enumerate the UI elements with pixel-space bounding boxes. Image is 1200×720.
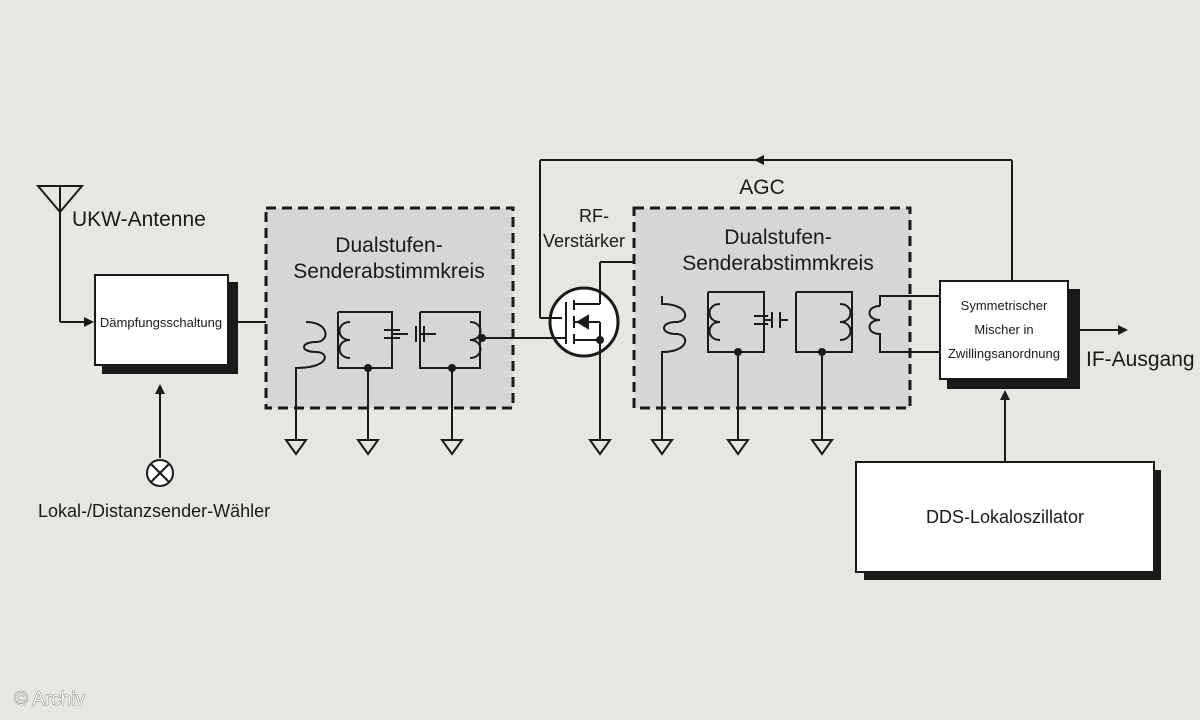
antenna-label: UKW-Antenne <box>72 208 206 231</box>
antenna-icon <box>35 185 94 327</box>
attenuator-label: Dämpfungsschaltung <box>100 315 222 330</box>
selector-switch-icon <box>146 384 174 487</box>
copyright-label: © Archiv <box>14 689 86 710</box>
selector-label: Lokal-/Distanzsender-Wähler <box>38 501 270 521</box>
rf-amp-label-line2: Verstärker <box>543 231 625 251</box>
agc-feedback-line <box>540 155 1013 280</box>
tuning-filter-2: Dualstufen- Senderabstimmkreis <box>632 206 940 456</box>
mixer-label-line2: Mischer in <box>974 322 1033 337</box>
mixer-label-line3: Zwillingsanordnung <box>948 346 1060 361</box>
mixer-block: Symmetrischer Mischer in Zwillingsanordn… <box>939 280 1080 389</box>
attenuator-block: Dämpfungsschaltung <box>94 274 238 374</box>
mixer-label-line1: Symmetrischer <box>961 298 1048 313</box>
filter-2-title-line1: Dualstufen- <box>724 226 831 249</box>
agc-label: AGC <box>739 176 785 199</box>
filter-1-title-line2: Senderabstimmkreis <box>293 260 484 283</box>
if-output-label: IF-Ausgang <box>1086 348 1195 371</box>
tuning-filter-1: Dualstufen- Senderabstimmkreis <box>264 206 515 456</box>
dds-oscillator-block: DDS-Lokaloszillator <box>855 461 1161 580</box>
rf-amp-label-line1: RF- <box>579 206 609 226</box>
dds-label: DDS-Lokaloszillator <box>926 507 1084 527</box>
filter-1-title-line1: Dualstufen- <box>335 234 442 257</box>
filter-2-title-line2: Senderabstimmkreis <box>682 252 873 275</box>
